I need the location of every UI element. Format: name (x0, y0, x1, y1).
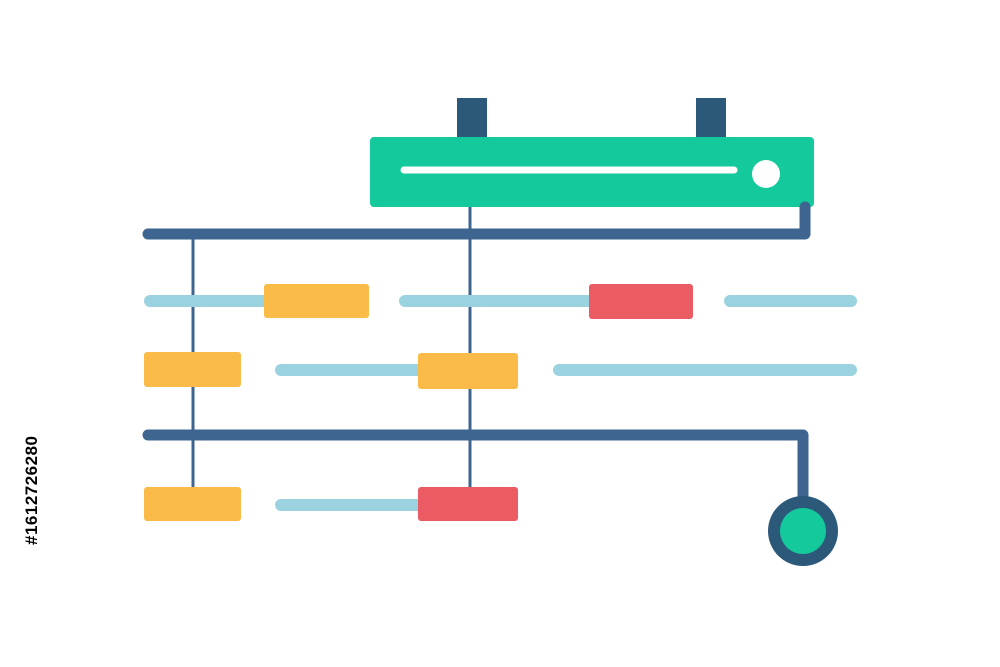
block-row2-yellow-left (144, 352, 241, 387)
header-bar-dot (752, 160, 780, 188)
bottom-connector-rail (142, 429, 809, 506)
top-connector-rail (142, 201, 811, 240)
block-row3-red (418, 487, 518, 521)
block-row3-yellow (144, 487, 241, 521)
block-row1-yellow (264, 284, 369, 318)
block-row2-yellow-middle (418, 353, 518, 389)
header-tab-left (457, 98, 487, 140)
stock-image-id: #1612726280 (22, 435, 41, 545)
end-node-fill (780, 508, 826, 554)
header-tab-right (696, 98, 726, 140)
block-row1-red (589, 284, 693, 319)
